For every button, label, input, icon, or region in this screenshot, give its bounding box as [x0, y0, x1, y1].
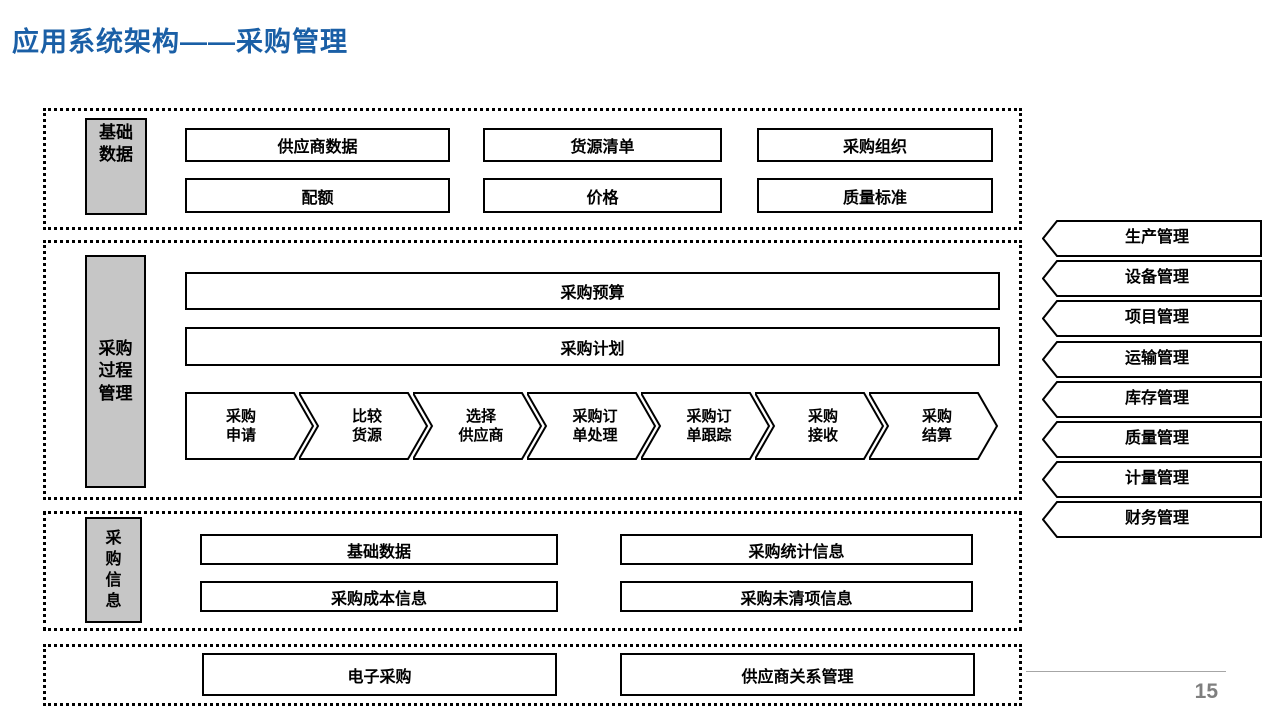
label-base-data: 基础 数据 — [85, 118, 147, 215]
process-step-chevron — [299, 392, 429, 460]
related-module-arrow — [1042, 220, 1262, 257]
slide-title: 应用系统架构——采购管理 — [12, 27, 348, 57]
info-box: 基础数据 — [200, 534, 558, 565]
bottom-system-box: 电子采购 — [202, 653, 557, 696]
section-procurement-process — [43, 240, 1022, 500]
related-module-arrow — [1042, 340, 1262, 378]
related-module-arrow — [1042, 461, 1262, 499]
process-step-chevron — [755, 392, 885, 460]
process-step-chevron — [413, 392, 543, 460]
process-step-chevron — [641, 392, 771, 460]
info-box: 采购未清项信息 — [620, 581, 973, 612]
base-data-box: 供应商数据 — [185, 128, 450, 162]
label-procurement-info: 采 购 信 息 — [85, 517, 142, 623]
section-bottom-systems — [43, 644, 1022, 706]
process-step-chevron — [185, 392, 315, 460]
base-data-box: 采购组织 — [757, 128, 993, 162]
base-data-box: 配额 — [185, 178, 450, 213]
bottom-system-box: 供应商关系管理 — [620, 653, 975, 696]
label-procurement-process: 采购 过程 管理 — [85, 255, 146, 488]
process-bar: 采购计划 — [185, 327, 1000, 366]
base-data-box: 价格 — [483, 178, 722, 213]
section-base-data — [43, 108, 1022, 230]
process-bar: 采购预算 — [185, 272, 1000, 310]
base-data-box: 质量标准 — [757, 178, 993, 213]
process-step-chevron — [527, 392, 657, 460]
related-module-arrow — [1042, 380, 1262, 418]
related-module-arrow — [1042, 300, 1262, 338]
footer-divider — [1026, 671, 1226, 672]
info-box: 采购统计信息 — [620, 534, 973, 565]
related-module-arrow — [1042, 421, 1262, 458]
process-step-chevron — [869, 392, 999, 460]
related-module-arrow — [1042, 260, 1262, 298]
section-procurement-info — [43, 511, 1022, 631]
related-module-arrow — [1042, 501, 1262, 539]
info-box: 采购成本信息 — [200, 581, 558, 612]
page-number: 15 — [1194, 680, 1218, 703]
base-data-box: 货源清单 — [483, 128, 722, 162]
